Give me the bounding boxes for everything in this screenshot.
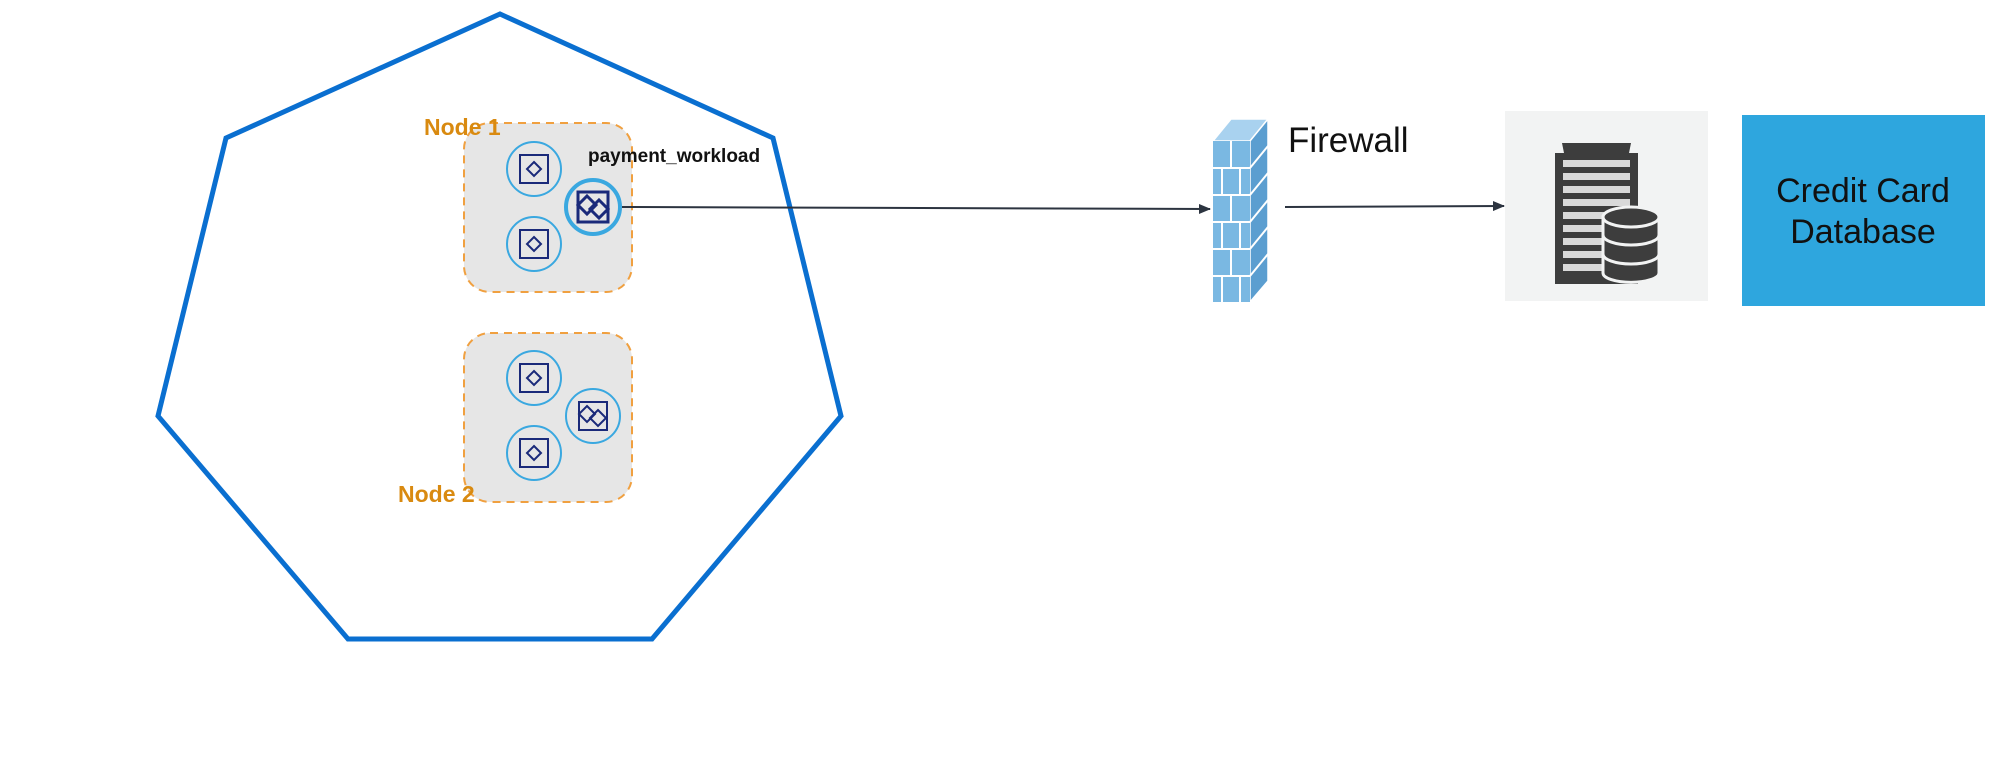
workload-pod-icon: [565, 388, 621, 444]
cluster-outline: [155, 11, 844, 642]
payment-workload-pod-icon: [564, 178, 622, 236]
payment-workload-label: payment_workload: [588, 146, 760, 167]
node-1-label: Node 1: [424, 114, 501, 140]
node-2: Node 2: [398, 332, 633, 507]
pod-icon: [506, 216, 562, 272]
node-2-box: [463, 332, 633, 503]
firewall-icon: [1211, 116, 1270, 305]
node-1: Node 1 payment_workload: [424, 114, 760, 293]
pod-icon: [506, 425, 562, 481]
pod-icon: [506, 350, 562, 406]
database-label-line1: Credit Card: [1776, 172, 1950, 210]
database-label-line2: Database: [1790, 213, 1936, 251]
server-database-icon: [1505, 111, 1708, 301]
pod-icon: [506, 141, 562, 197]
firewall-label: Firewall: [1288, 121, 1409, 160]
workload-to-firewall-arrow: [621, 203, 1211, 214]
credit-card-database-box: Credit Card Database: [1742, 115, 1985, 306]
firewall-to-server-arrow: [1284, 201, 1505, 212]
node-2-label: Node 2: [398, 481, 475, 507]
